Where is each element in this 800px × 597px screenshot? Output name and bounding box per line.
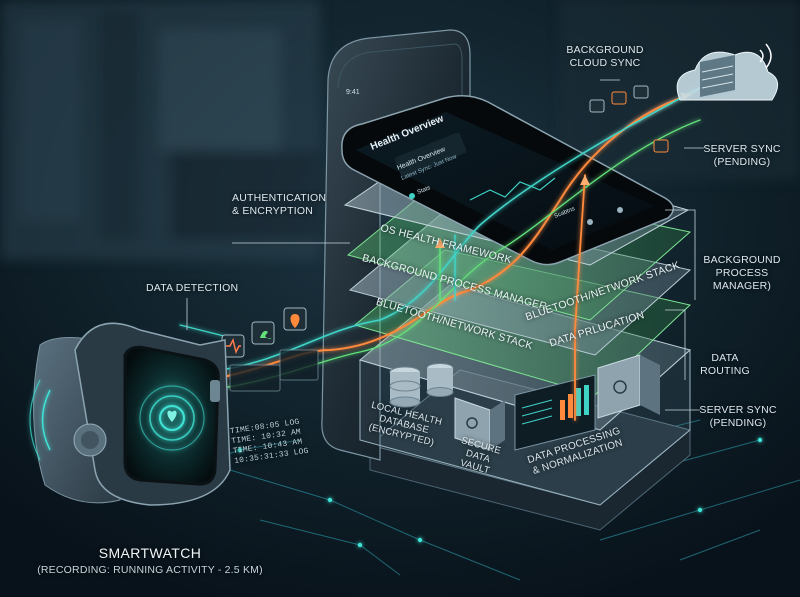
phone-screen: Health Overview Health Overview Latest S… <box>341 95 674 266</box>
label-line: MANAGER) <box>712 280 772 292</box>
wifi-icon <box>759 43 772 69</box>
label-line: BACKGROUND <box>566 44 644 56</box>
smartwatch <box>33 322 231 506</box>
label-line: (PENDING) <box>713 156 771 168</box>
vault-icon <box>597 354 660 419</box>
label-line: AUTHENTICATION <box>232 192 327 204</box>
watch-signal-rings <box>29 379 205 461</box>
label-background-process-manager: BACKGROUND PROCESS MANAGER) <box>700 254 784 293</box>
cloud-server-icon <box>676 51 779 101</box>
label-connectors <box>186 79 704 411</box>
label-server-sync-bottom: SERVER SYNC (PENDING) <box>696 404 780 430</box>
phone-icon <box>260 330 272 339</box>
label-line: PROCESS <box>715 267 769 279</box>
label-line: SERVER SYNC <box>699 404 777 416</box>
label-line: SERVER SYNC <box>703 143 781 155</box>
heart-icon <box>167 410 177 422</box>
label-line: (PENDING) <box>709 417 767 429</box>
tab-icon <box>587 219 593 225</box>
blurred-office-background <box>0 0 800 260</box>
sync-icons <box>589 85 669 153</box>
database-icon <box>389 363 454 408</box>
label-line: ROUTING <box>700 365 750 377</box>
label-smartwatch-subtitle: (RECORDING: RUNNING ACTIVITY - 2.5 KM) <box>37 564 263 576</box>
floating-icons <box>221 307 319 392</box>
location-icon <box>290 314 300 328</box>
vault-icon <box>454 397 505 451</box>
tab-icon <box>617 207 623 213</box>
label-line: DATA <box>711 352 739 364</box>
label-data-routing: DATA ROUTING <box>700 352 750 378</box>
label-data-detection: DATA DETECTION <box>146 282 239 294</box>
heart-icon <box>225 337 241 355</box>
screen-stats: Stats <box>417 185 432 196</box>
circuit-nodes <box>237 437 763 548</box>
status-time: 9:41 <box>346 89 360 96</box>
label-smartwatch-title: SMARTWATCH <box>98 545 202 561</box>
label-server-sync-top: SERVER SYNC (PENDING) <box>700 143 784 169</box>
label-background-cloud-sync: BACKGROUND CLOUD SYNC <box>556 44 654 70</box>
label-line: & ENCRYPTION <box>232 205 313 217</box>
heart-icon <box>409 193 415 199</box>
label-line: BACKGROUND <box>703 254 781 266</box>
label-line: CLOUD SYNC <box>569 57 641 69</box>
label-authentication: AUTHENTICATION & ENCRYPTION <box>232 192 326 218</box>
screen-trend-line <box>469 177 556 201</box>
